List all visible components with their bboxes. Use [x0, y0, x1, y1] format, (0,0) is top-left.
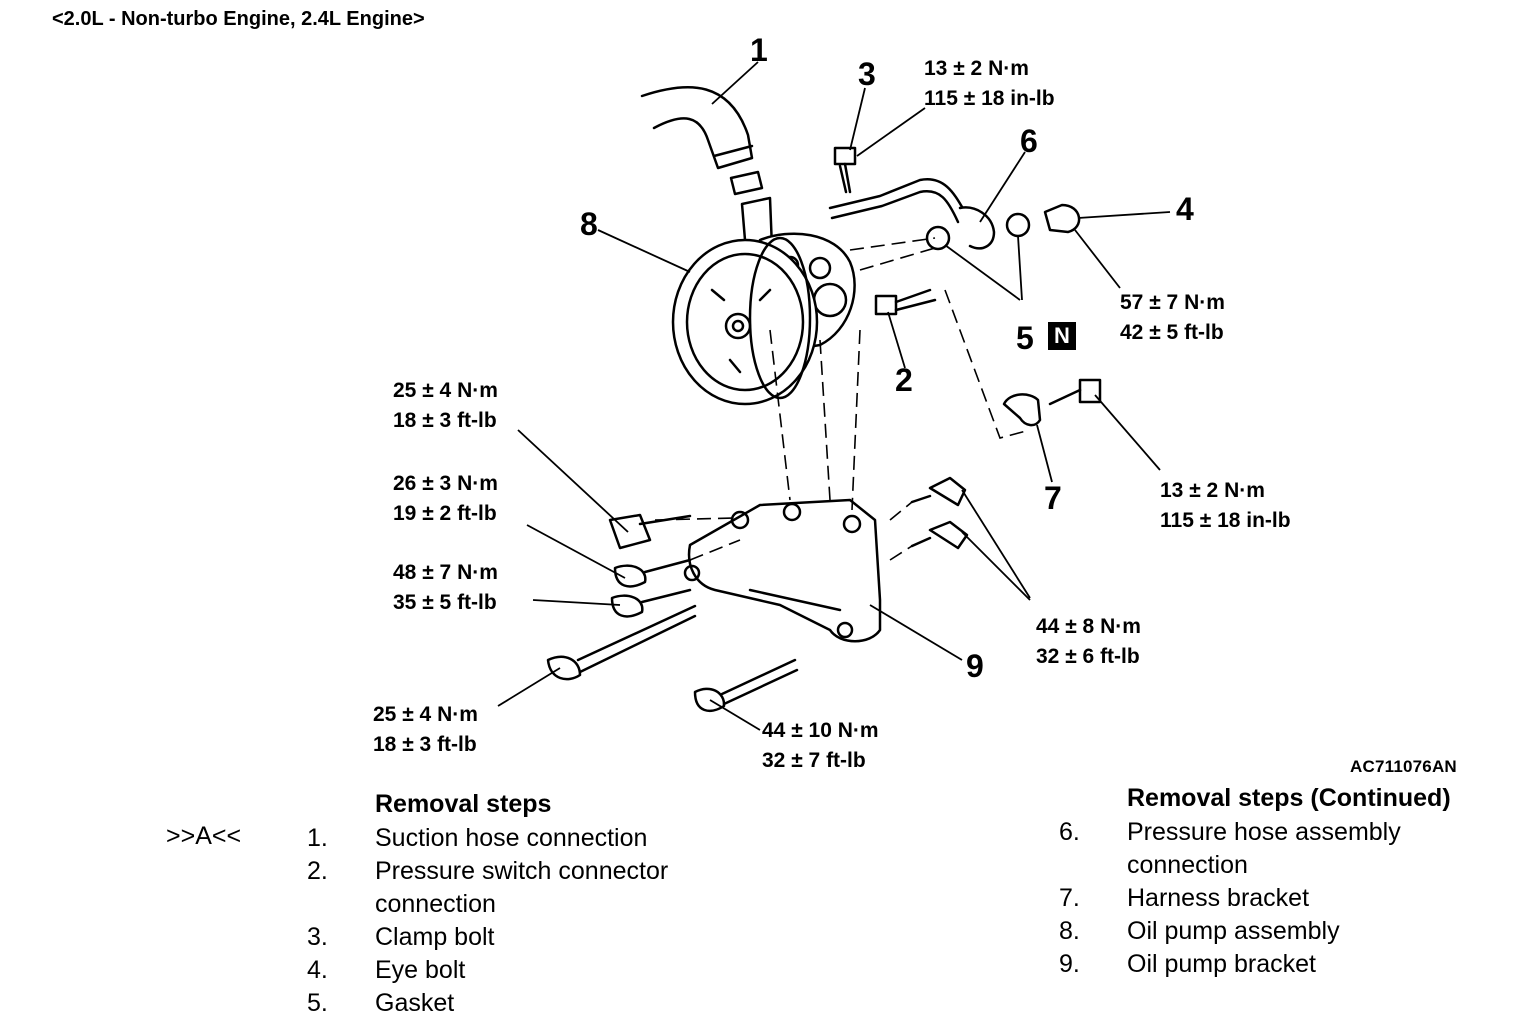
- pressure-switch-connector: [874, 288, 937, 316]
- eye-bolt: [1043, 203, 1081, 234]
- torque-metric: 26 ± 3 N·m: [393, 472, 498, 495]
- torque-metric: 25 ± 4 N·m: [393, 379, 498, 402]
- bracket-bolts-right: [910, 476, 969, 550]
- long-bolt: [546, 604, 697, 681]
- removal-steps-heading: Removal steps: [375, 790, 552, 818]
- step-number: 7.: [1059, 884, 1080, 912]
- torque-metric: 57 ± 7 N·m: [1120, 291, 1225, 314]
- torque-bolt-b: 26 ± 3 N·m 19 ± 2 ft-lb: [393, 469, 498, 529]
- callout-1: 1: [750, 32, 768, 68]
- step-number: 1.: [307, 824, 328, 852]
- step-text: Pressure switch connector connection: [375, 857, 669, 918]
- torque-imperial: 18 ± 3 ft-lb: [393, 409, 497, 432]
- gasket-b: [1005, 212, 1031, 238]
- torque-eye-bolt: 57 ± 7 N·m 42 ± 5 ft-lb: [1120, 288, 1225, 348]
- removal-step: 2. Pressure switch connector connection: [307, 855, 668, 921]
- torque-metric: 13 ± 2 N·m: [1160, 479, 1265, 502]
- gasket-a: [925, 225, 951, 251]
- step-text: Clamp bolt: [375, 923, 495, 951]
- torque-bolt-c: 48 ± 7 N·m 35 ± 5 ft-lb: [393, 558, 498, 618]
- torque-imperial: 42 ± 5 ft-lb: [1120, 321, 1224, 344]
- torque-imperial: 35 ± 5 ft-lb: [393, 591, 497, 614]
- torque-imperial: 115 ± 18 in-lb: [1160, 509, 1291, 532]
- lower-bolt: [693, 658, 799, 713]
- callout-6: 6: [1020, 123, 1038, 159]
- callout-3: 3: [858, 56, 876, 92]
- callout-5: 5: [1016, 320, 1034, 356]
- torque-metric: 13 ± 2 N·m: [924, 57, 1029, 80]
- procedure-marker: >>A<<: [166, 822, 242, 850]
- harness-bracket: [1002, 393, 1042, 427]
- callout-7: 7: [1044, 480, 1062, 516]
- callout-9: 9: [966, 648, 984, 684]
- removal-step: 9. Oil pump bracket: [1059, 948, 1316, 981]
- suction-hose: [640, 86, 754, 170]
- removal-step: 3. Clamp bolt: [307, 921, 495, 954]
- page-title: <2.0L - Non-turbo Engine, 2.4L Engine>: [52, 8, 425, 30]
- removal-step: 6. Pressure hose assembly connection: [1059, 816, 1401, 882]
- torque-imperial: 115 ± 18 in-lb: [924, 87, 1055, 110]
- torque-lower-bolt: 44 ± 10 N·m 32 ± 7 ft-lb: [762, 716, 879, 776]
- callout-2: 2: [895, 362, 913, 398]
- removal-steps-continued-heading: Removal steps (Continued): [1127, 784, 1451, 812]
- step-text: Suction hose connection: [375, 824, 648, 852]
- removal-step: 4. Eye bolt: [307, 954, 465, 987]
- figure-code: AC711076AN: [1350, 757, 1457, 776]
- harness-bracket-bolt: [1048, 378, 1102, 406]
- step-text: Eye bolt: [375, 956, 466, 984]
- torque-imperial: 18 ± 3 ft-lb: [373, 733, 477, 756]
- torque-long-bolt: 25 ± 4 N·m 18 ± 3 ft-lb: [373, 700, 478, 760]
- step-number: 2.: [307, 857, 328, 885]
- torque-imperial: 19 ± 2 ft-lb: [393, 502, 497, 525]
- torque-bracket-bolts: 44 ± 8 N·m 32 ± 6 ft-lb: [1036, 612, 1141, 672]
- torque-imperial: 32 ± 7 ft-lb: [762, 749, 866, 772]
- torque-metric: 44 ± 8 N·m: [1036, 615, 1141, 638]
- step-number: 5.: [307, 989, 328, 1017]
- torque-harness-bracket-bolt: 13 ± 2 N·m 115 ± 18 in-lb: [1160, 476, 1291, 536]
- step-text: Oil pump assembly: [1127, 917, 1340, 945]
- step-text: Harness bracket: [1127, 884, 1310, 912]
- bracket-bolts-left: [608, 513, 692, 618]
- new-part-badge: N: [1048, 322, 1076, 350]
- step-number: 4.: [307, 956, 328, 984]
- torque-metric: 44 ± 10 N·m: [762, 719, 879, 742]
- torque-bolt-a: 25 ± 4 N·m 18 ± 3 ft-lb: [393, 376, 498, 436]
- removal-step: 5. Gasket: [307, 987, 454, 1020]
- callout-4: 4: [1176, 191, 1194, 227]
- torque-imperial: 32 ± 6 ft-lb: [1036, 645, 1140, 668]
- step-text: Gasket: [375, 989, 455, 1017]
- pump-pulley: [671, 236, 819, 406]
- oil-pump-bracket: [683, 498, 882, 643]
- callout-8: 8: [580, 206, 598, 242]
- torque-metric: 25 ± 4 N·m: [373, 703, 478, 726]
- step-number: 3.: [307, 923, 328, 951]
- removal-step: 1. Suction hose connection: [307, 822, 647, 855]
- step-number: 8.: [1059, 917, 1080, 945]
- pressure-hose: [828, 177, 996, 250]
- step-number: 6.: [1059, 818, 1080, 846]
- torque-clamp-bolt: 13 ± 2 N·m 115 ± 18 in-lb: [924, 54, 1055, 114]
- torque-metric: 48 ± 7 N·m: [393, 561, 498, 584]
- removal-step: 7. Harness bracket: [1059, 882, 1309, 915]
- removal-step: 8. Oil pump assembly: [1059, 915, 1340, 948]
- hose-clamp: [729, 170, 764, 196]
- clamp-bolt-3: [833, 146, 857, 194]
- step-text: Pressure hose assembly connection: [1127, 818, 1401, 879]
- step-number: 9.: [1059, 950, 1080, 978]
- step-text: Oil pump bracket: [1127, 950, 1316, 978]
